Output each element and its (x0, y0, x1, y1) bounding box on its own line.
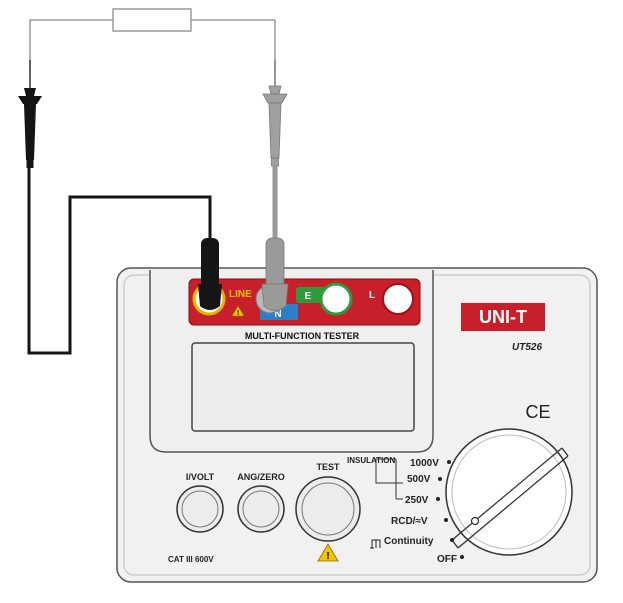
ang-zero-button-group: ANG/ZERO (237, 472, 285, 533)
test-label: TEST (316, 462, 340, 472)
dial-option-500v: 500V (407, 474, 431, 485)
dial-option-off: OFF (437, 554, 457, 565)
earth-label: E (305, 291, 312, 302)
brand-badge (461, 303, 545, 331)
i-volt-label: I/VOLT (186, 472, 215, 482)
dial-option-1000v: 1000V (410, 458, 439, 469)
model-name: UT526 (512, 342, 542, 353)
i-volt-button-group: I/VOLT (176, 472, 224, 533)
panel-title: MULTI-FUNCTION TESTER (245, 331, 360, 341)
test-button-group: TEST ! (295, 462, 361, 562)
brand-name: UNI-T (479, 307, 527, 327)
dial-option-rcd: RCD/≈V (391, 516, 428, 527)
lcd-display (191, 342, 415, 432)
ang-zero-button[interactable] (237, 485, 285, 533)
earth-terminal[interactable] (319, 282, 353, 316)
black-probe[interactable] (18, 60, 42, 168)
dial-option-250v: 250V (405, 495, 429, 506)
warning-icon: ! (317, 543, 339, 562)
insulation-label: INSULATION (347, 456, 396, 465)
ce-mark: CE (525, 402, 550, 422)
neutral-label: N (274, 309, 281, 320)
svg-text:!: ! (326, 551, 329, 562)
continuity-icon (370, 539, 381, 549)
black-cable (27, 168, 212, 355)
dial-option-continuity: Continuity (384, 536, 434, 547)
gray-probe[interactable] (262, 60, 288, 167)
terminal-strip: LINE ! N E L (188, 278, 421, 326)
line-label: LINE (229, 289, 252, 300)
live-terminal[interactable] (382, 283, 414, 315)
category-rating: CAT III 600V (168, 555, 214, 564)
gray-plug (261, 237, 289, 311)
live-label: L (369, 290, 375, 301)
i-volt-button[interactable] (176, 485, 224, 533)
rotary-dial[interactable] (445, 428, 573, 556)
svg-text:!: ! (237, 310, 239, 317)
right-lead-wire (191, 19, 276, 70)
dial-labels: INSULATION 1000V 500V 250V RCD/≈V Contin… (347, 456, 464, 565)
warning-icon: ! (231, 305, 245, 317)
left-lead-wire (29, 19, 113, 70)
black-plug (198, 238, 222, 310)
test-circuit (18, 8, 288, 355)
resistor-icon (112, 8, 192, 32)
test-button[interactable] (295, 476, 361, 542)
ang-zero-label: ANG/ZERO (237, 472, 285, 482)
